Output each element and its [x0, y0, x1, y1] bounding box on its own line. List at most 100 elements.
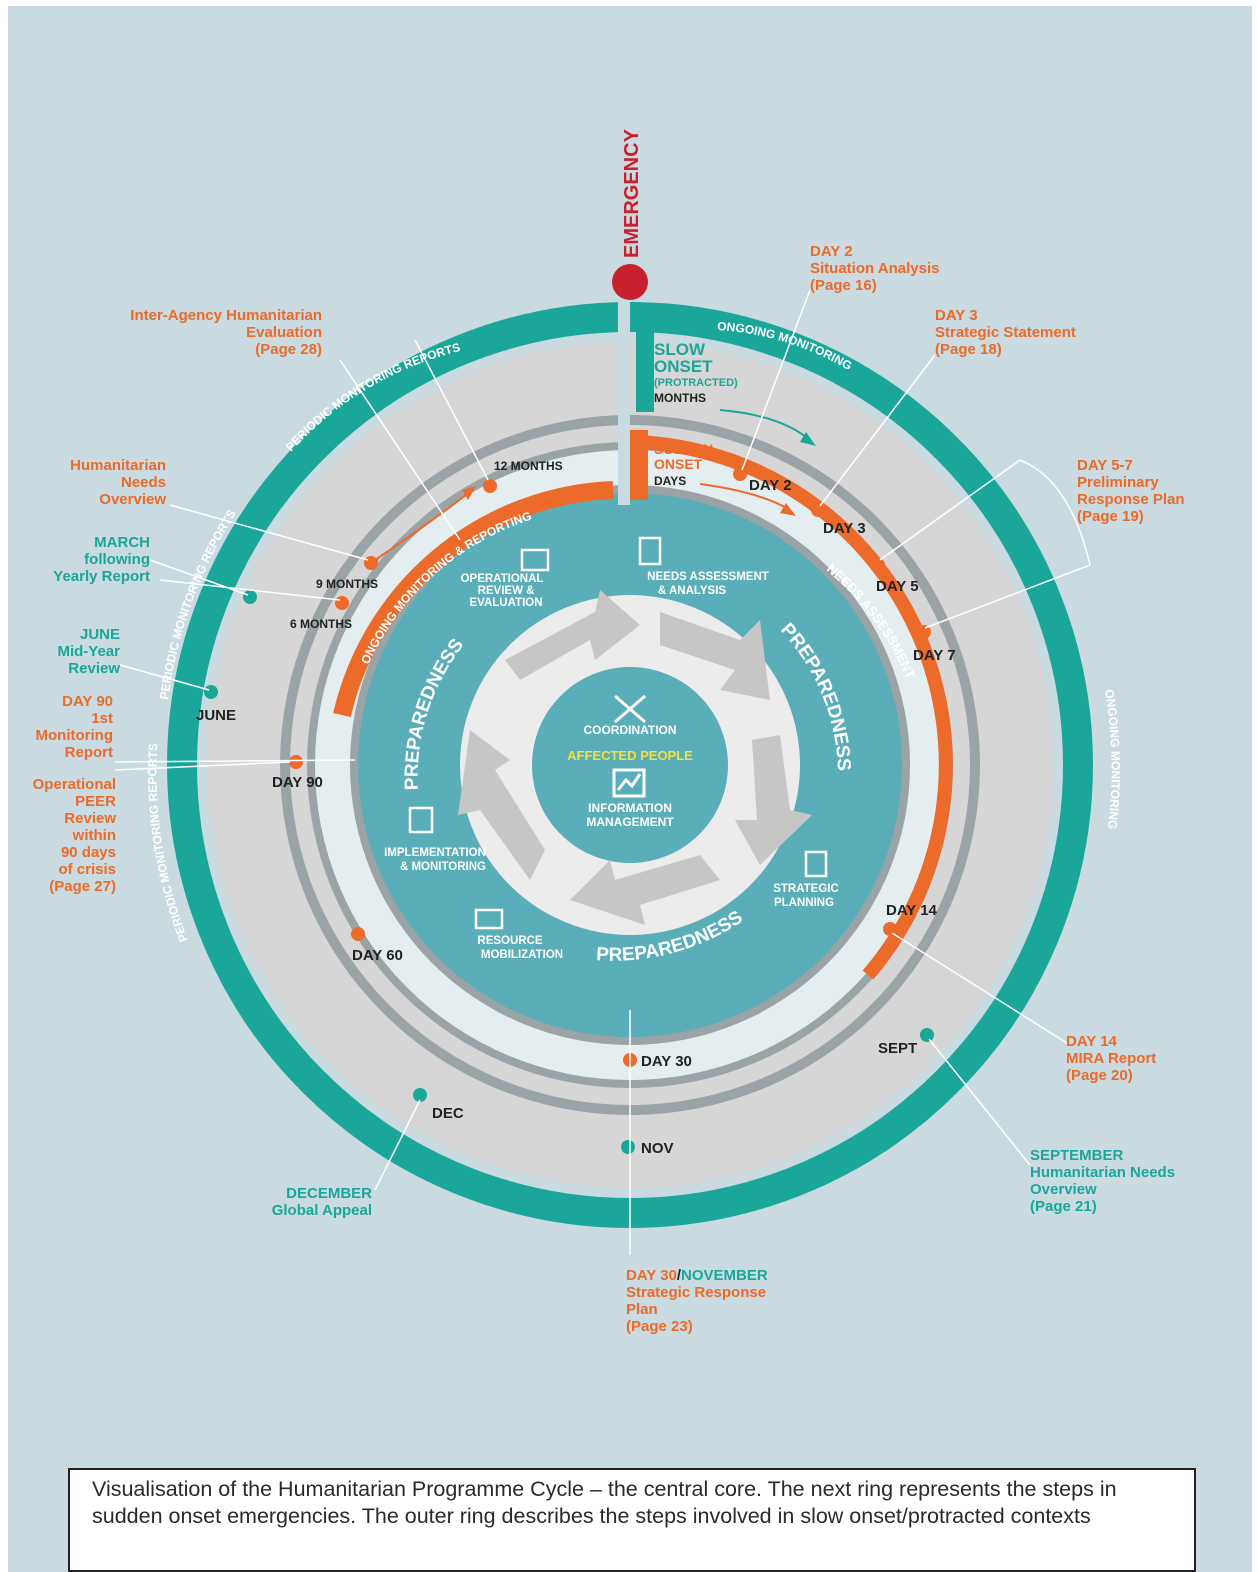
callout-day2-l1: DAY 2	[810, 243, 853, 260]
callout-day3-l1: DAY 3	[935, 307, 978, 324]
callout-peer-l1: Operational	[33, 776, 116, 793]
day90-text: DAY 90	[272, 774, 323, 791]
callout-day14-l1: DAY 14	[1066, 1033, 1118, 1050]
callout-day57-l2: Preliminary	[1077, 474, 1159, 491]
callout-peer-l4: within	[72, 827, 116, 844]
callout-day90-l1: DAY 90	[62, 693, 113, 710]
callout-june-l3: Review	[68, 660, 120, 677]
operational-review-l1: OPERATIONAL	[461, 573, 544, 585]
day60-marker	[351, 927, 365, 941]
june-marker	[204, 685, 218, 699]
emergency-dot	[612, 264, 648, 300]
callout-hno-l2: Needs	[121, 474, 166, 491]
operational-review-l2: REVIEW &	[478, 585, 535, 597]
callout-september-l2: Humanitarian Needs	[1030, 1164, 1175, 1181]
strategic-planning-l2: PLANNING	[774, 897, 834, 909]
callout-day90-l3: Monitoring	[36, 727, 113, 744]
callout-peer-l6: of crisis	[58, 861, 116, 878]
day3-text: DAY 3	[823, 520, 866, 537]
sept-text: SEPT	[878, 1040, 917, 1057]
sudden-onset-l3: DAYS	[654, 474, 686, 488]
callout-day57-l4: (Page 19)	[1077, 508, 1144, 525]
callout-hno-l3: Overview	[99, 491, 166, 508]
coordination-label: COORDINATION	[583, 723, 676, 737]
march-marker	[243, 590, 257, 604]
sudden-onset-arrowhead	[780, 503, 796, 516]
callout-december-l1: DECEMBER	[286, 1185, 372, 1202]
day7-text: DAY 7	[913, 647, 956, 664]
strategic-planning-l1: STRATEGIC	[773, 883, 839, 895]
callout-day2-l3: (Page 16)	[810, 277, 877, 294]
coordination-icon	[614, 694, 646, 724]
day3-marker	[811, 503, 825, 517]
callout-june-l1: JUNE	[80, 626, 120, 643]
reporting-double-arrow	[374, 491, 471, 561]
callout-peer-l2: PEER	[75, 793, 116, 810]
6-months-text: 6 MONTHS	[290, 617, 352, 631]
callout-day90-l2: 1st	[91, 710, 113, 727]
callout-march-l3: Yearly Report	[53, 568, 150, 585]
day5-text: DAY 5	[876, 578, 919, 595]
nov-marker	[621, 1140, 635, 1154]
6-months-marker	[335, 596, 349, 610]
ongoing-monitoring-right-label: ONGOING MONITORING	[1102, 688, 1123, 830]
sudden-onset-l1: SUDDEN	[654, 441, 713, 457]
slow-onset-l1: SLOW	[654, 340, 706, 359]
document-pen-icon	[804, 850, 828, 878]
12-months-marker	[483, 479, 497, 493]
callout-peer-l5: 90 days	[61, 844, 116, 861]
callout-day14-l2: MIRA Report	[1066, 1050, 1156, 1067]
sudden-onset-arrow	[699, 483, 791, 511]
callout-day30-l3: Plan	[626, 1301, 658, 1318]
day14-text: DAY 14	[886, 902, 938, 919]
needs-assessment-step-l1: NEEDS ASSESSMENT	[647, 571, 769, 583]
callout-iahe-l1: Inter-Agency Humanitarian	[130, 307, 322, 324]
info-management-l2: MANAGEMENT	[586, 815, 674, 829]
caption-box: Visualisation of the Humanitarian Progra…	[68, 1468, 1196, 1572]
slow-onset-marker	[636, 330, 654, 412]
slow-onset-arrow	[719, 409, 811, 441]
slow-onset-l4: MONTHS	[654, 391, 706, 405]
callout-hno-l1: Humanitarian	[70, 457, 166, 474]
dec-marker	[413, 1088, 427, 1102]
needs-assessment-step-l2: & ANALYSIS	[658, 585, 726, 597]
slow-onset-l2: ONSET	[654, 357, 713, 376]
callout-peer-l3: Review	[64, 810, 116, 827]
inner-core	[532, 667, 728, 863]
sudden-onset-marker	[630, 430, 648, 500]
callout-iahe-l3: (Page 28)	[255, 341, 322, 358]
callout-day30-l1: DAY 30/NOVEMBER	[626, 1267, 768, 1284]
caption-text: Visualisation of the Humanitarian Progra…	[92, 1477, 1117, 1528]
day7-marker	[917, 625, 931, 639]
slow-onset-arrowhead	[800, 432, 816, 446]
dec-text: DEC	[432, 1105, 464, 1122]
chart-line-icon	[616, 773, 642, 791]
info-management-l1: INFORMATION	[588, 801, 672, 815]
callout-day2-l2: Situation Analysis	[810, 260, 939, 277]
12-months-text: 12 MONTHS	[494, 459, 563, 473]
callout-day57-l1: DAY 5-7	[1077, 457, 1133, 474]
day2-text: DAY 2	[749, 477, 792, 494]
reporting-arrowhead-top	[462, 486, 476, 500]
callout-day57-l3: Response Plan	[1077, 491, 1185, 508]
callout-day30-l4: (Page 23)	[626, 1318, 693, 1335]
callout-peer-l7: (Page 27)	[49, 878, 116, 895]
june-text: JUNE	[196, 707, 236, 724]
callout-september-l3: Overview	[1030, 1181, 1097, 1198]
implementation-l2: & MONITORING	[400, 861, 486, 873]
cycle-start-gap	[618, 300, 630, 505]
clipboard-icon	[638, 536, 662, 566]
slow-onset-l3: (PROTRACTED)	[654, 377, 738, 389]
implementation-l1: IMPLEMENTATION	[384, 847, 486, 859]
box-icon	[474, 908, 504, 930]
day14-marker	[883, 922, 897, 936]
cycle-arrows	[458, 590, 812, 925]
book-review-icon	[520, 548, 550, 572]
humanitarian-programme-cycle-diagram: EMERGENCY PERIODIC MONITORING REPORTS PE…	[33, 128, 1185, 1335]
callout-day90-l4: Report	[65, 744, 113, 761]
operational-review-l3: EVALUATION	[469, 597, 542, 609]
callout-december-l2: Global Appeal	[272, 1202, 372, 1219]
day5-marker	[871, 558, 885, 572]
sudden-onset-l2: ONSET	[654, 456, 703, 472]
sept-marker	[920, 1028, 934, 1042]
